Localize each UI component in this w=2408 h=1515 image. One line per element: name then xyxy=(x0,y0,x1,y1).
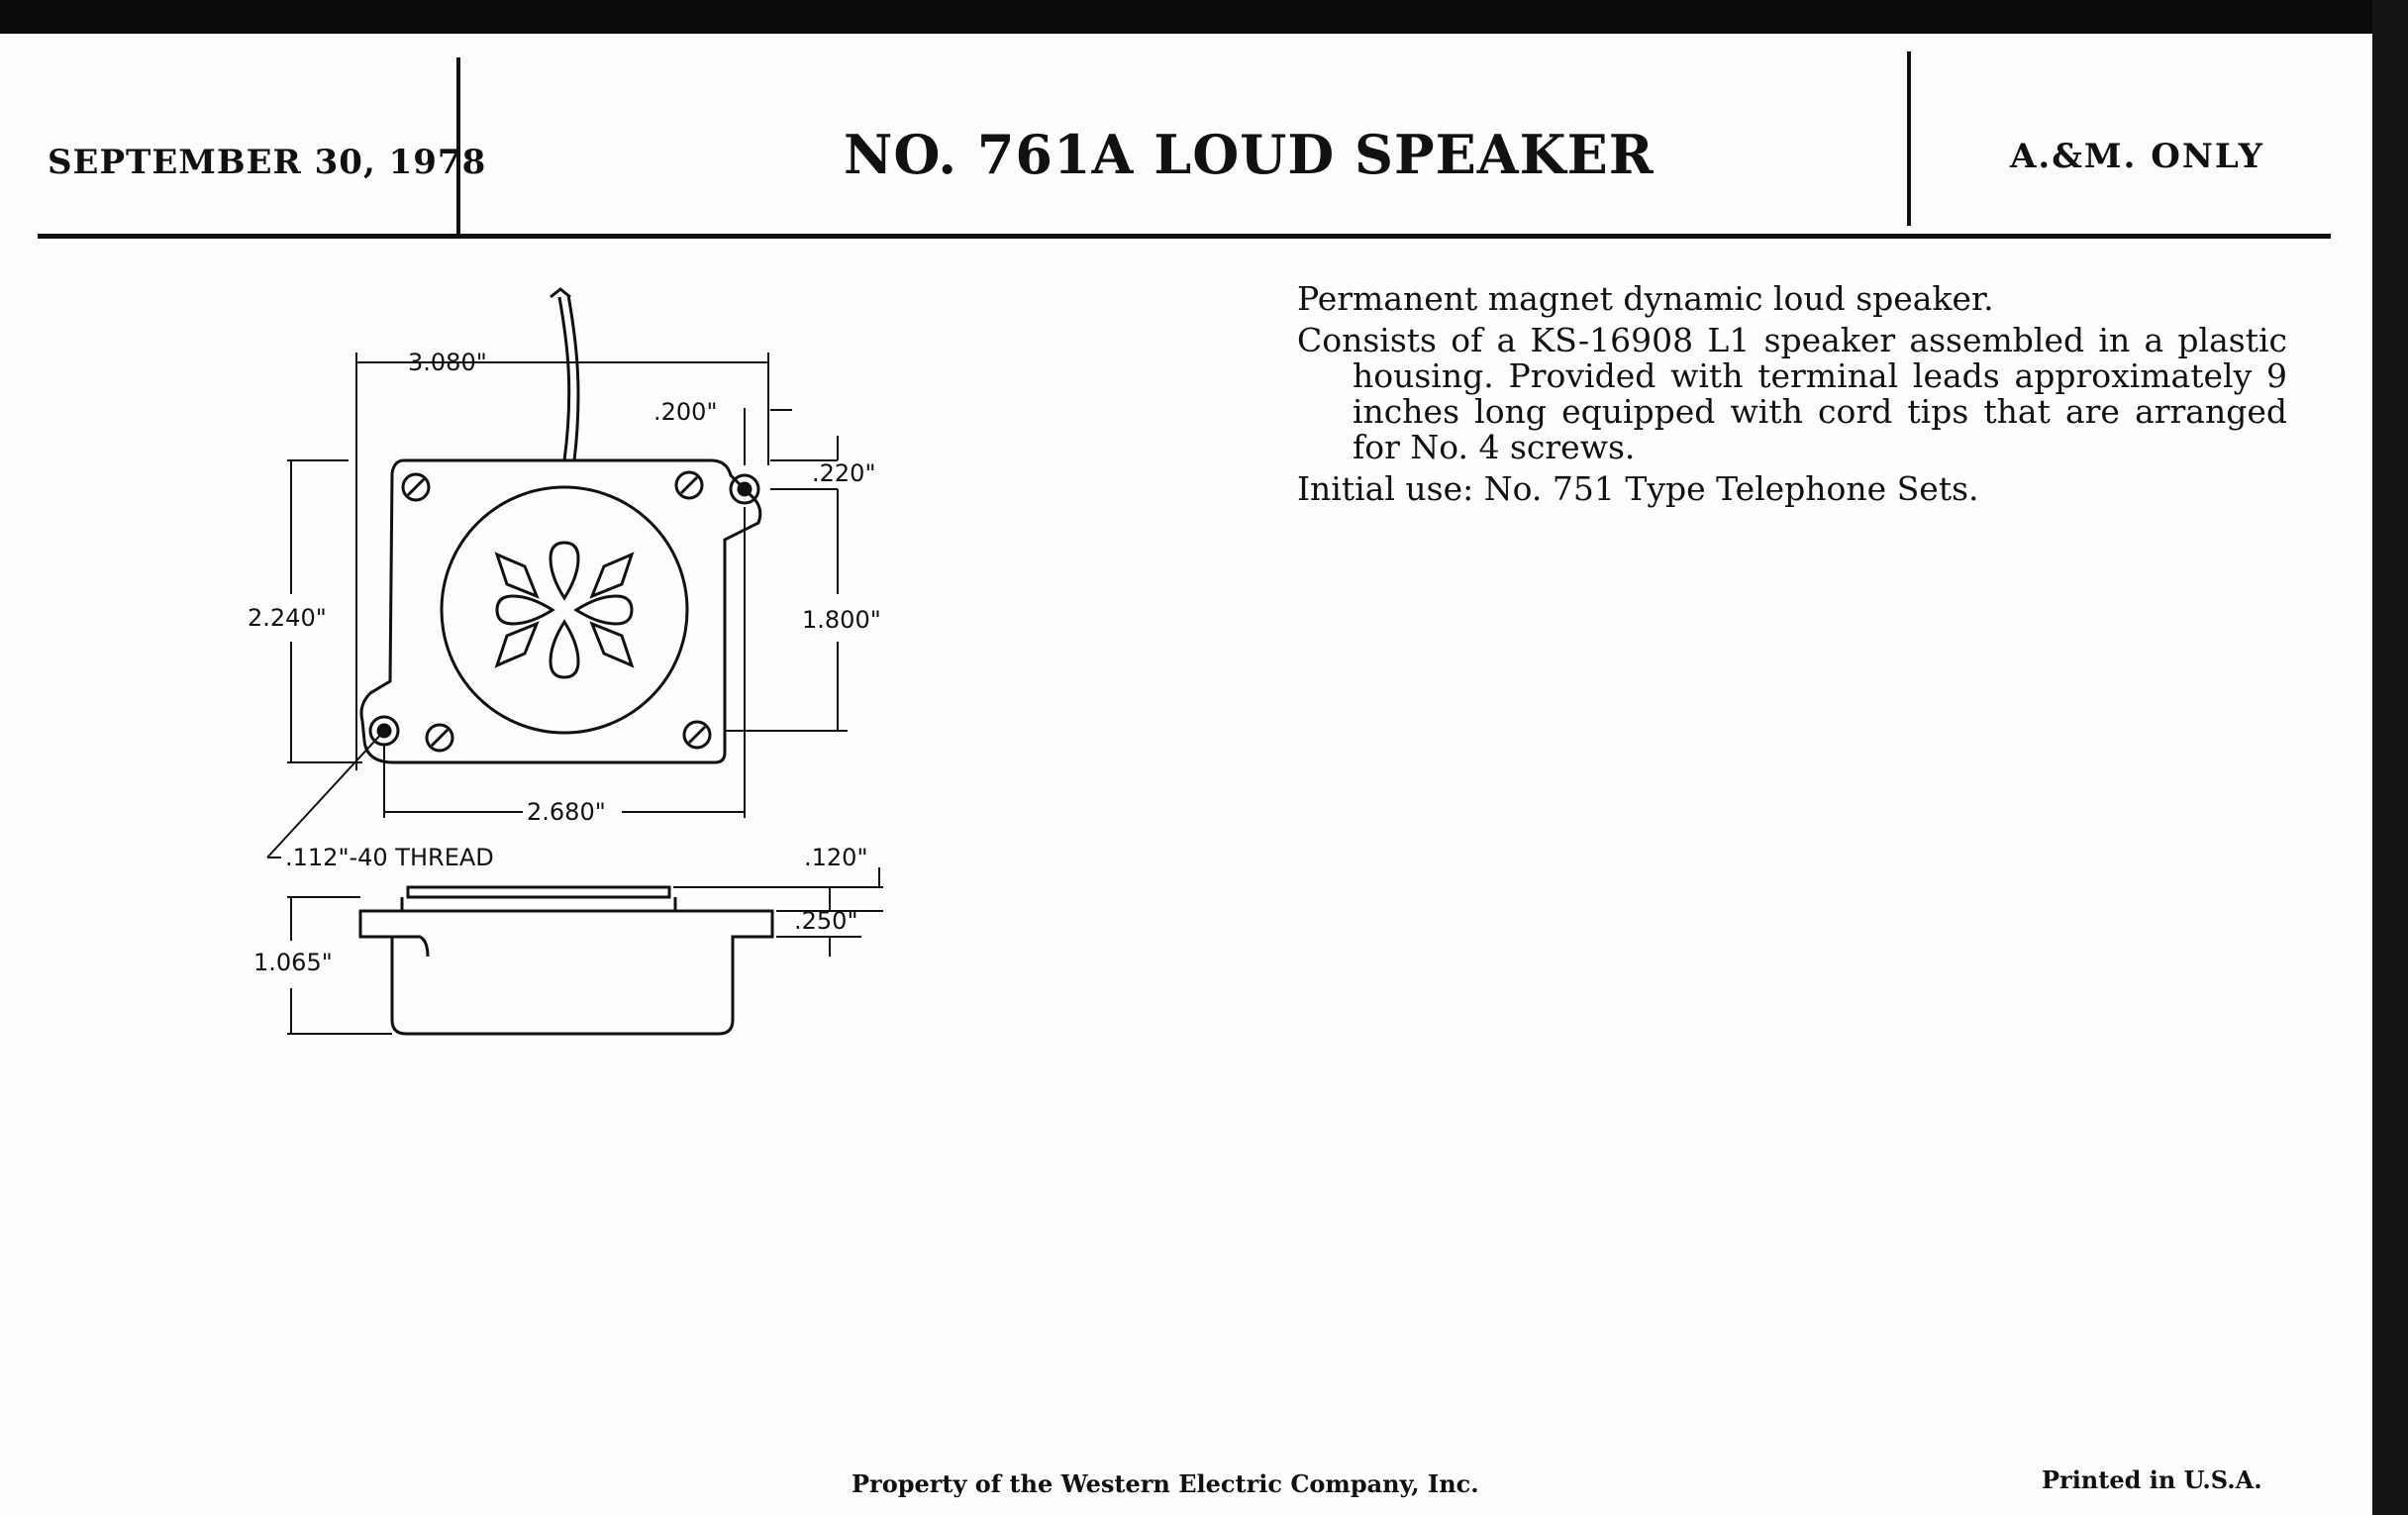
description-line: Consists of a KS-16908 L1 speaker assemb… xyxy=(1297,321,2287,466)
dim-ear-offset: .200" xyxy=(653,398,717,426)
dim-flange-drop: .250" xyxy=(794,907,857,935)
dim-depth: 1.065" xyxy=(253,949,333,976)
header-divider-right xyxy=(1907,51,1911,226)
header-rule xyxy=(38,234,2331,239)
dim-hole-spacing-v: 1.800" xyxy=(802,606,881,634)
speaker-grille xyxy=(440,485,689,735)
dim-hole-spacing-h: 2.680" xyxy=(527,798,606,826)
dim-height-overall: 2.240" xyxy=(248,604,327,632)
description-line: Initial use: No. 751 Type Telephone Sets… xyxy=(1297,469,1979,508)
description: Permanent magnet dynamic loud speaker. C… xyxy=(1297,281,2287,513)
screws xyxy=(401,470,712,753)
dim-width-overall: 3.080" xyxy=(408,349,487,376)
printed-notice: Printed in U.S.A. xyxy=(2042,1465,2262,1494)
mounting-hole xyxy=(729,473,760,505)
dim-thread: .112"-40 THREAD xyxy=(285,844,494,871)
scan-edge xyxy=(2372,0,2408,1515)
housing-outline xyxy=(359,458,762,764)
issue-date: SEPTEMBER 30, 1978 xyxy=(48,143,487,182)
wire-lead xyxy=(557,296,571,461)
document-title: NO. 761A LOUD SPEAKER xyxy=(844,123,1655,186)
dim-ear-top: .220" xyxy=(812,459,875,487)
distribution-scope: A.&M. ONLY xyxy=(2010,137,2264,176)
property-notice: Property of the Western Electric Company… xyxy=(852,1469,1479,1498)
dim-flange-thk: .120" xyxy=(804,844,867,871)
header-divider-left xyxy=(456,57,460,236)
description-line: Permanent magnet dynamic loud speaker. xyxy=(1297,279,1994,318)
document-page xyxy=(0,34,2408,1515)
side-view xyxy=(358,885,774,1036)
grille-holes xyxy=(494,541,635,679)
